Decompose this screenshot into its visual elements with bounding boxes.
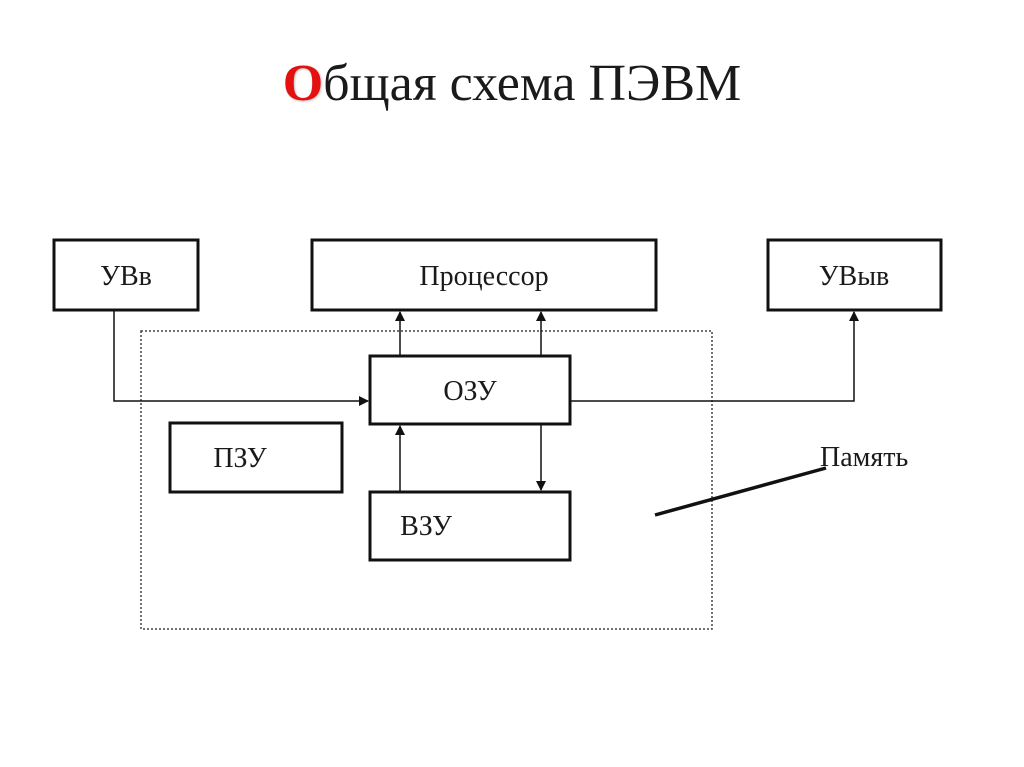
uvyv-label: УВыв [819, 261, 890, 292]
vzu-box: ВЗУ [368, 490, 572, 562]
title-rest: бщая схема ПЭВМ [323, 55, 742, 112]
ozu-box: ОЗУ [368, 354, 572, 426]
uvv-label: УВв [100, 261, 152, 292]
pzu-label: ПЗУ [213, 443, 267, 474]
arrow-uvv-to-ozu [113, 311, 369, 406]
memory-label: Память [820, 442, 908, 473]
uvyv-box: УВыв [766, 238, 943, 312]
memory-pointer-line [654, 466, 827, 517]
processor-label: Процессор [419, 261, 548, 292]
processor-box: Процессор [310, 238, 658, 312]
memory-boundary [140, 330, 713, 630]
arrow-ozu-to-uvyv [571, 311, 859, 402]
title-first-letter: О [282, 55, 324, 112]
slide-title: Общая схема ПЭВМ [0, 52, 1024, 116]
ozu-label: ОЗУ [443, 376, 497, 407]
pzu-box: ПЗУ [168, 421, 344, 494]
uvv-box: УВв [52, 238, 200, 312]
vzu-label: ВЗУ [400, 511, 452, 542]
